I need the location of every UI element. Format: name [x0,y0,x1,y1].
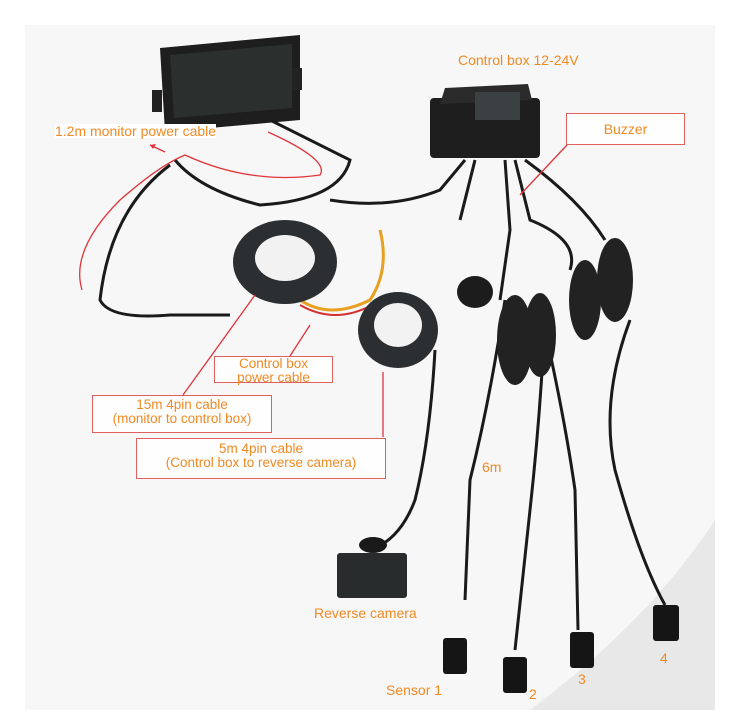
label-5m-cable: 5m 4pin cable (Control box to reverse ca… [136,438,386,479]
label-sensor-1: Sensor 1 [386,682,443,698]
callout-lines [79,131,568,437]
label-sensor-4: 4 [660,650,668,666]
label-line: (monitor to control box) [112,411,252,426]
label-line: 15m 4pin cable [136,397,228,412]
cable-coil-5m [358,292,438,368]
label-15m-cable: 15m 4pin cable (monitor to control box) [92,395,272,433]
label-6m: 6m [482,459,502,475]
buzzer [457,276,493,308]
monitor [152,35,302,132]
label-monitor-power-cable: 1.2m monitor power cable [55,123,217,139]
label-line: power cable [237,370,310,385]
label-control-box-power-cable: Control box power cable [214,356,333,385]
control-box [430,84,540,158]
label-control-box: Control box 12-24V [458,52,579,68]
label-buzzer: Buzzer [566,113,685,145]
label-line: 5m 4pin cable [218,441,304,456]
label-reverse-camera: Reverse camera [314,605,417,621]
cable-coil-15m [233,220,337,304]
label-line: (Control box to reverse camera) [165,455,357,470]
label-line: Control box [238,356,309,371]
sensors [443,605,679,693]
label-sensor-2: 2 [529,686,537,702]
label-sensor-3: 3 [578,671,586,687]
reverse-camera [337,537,407,598]
